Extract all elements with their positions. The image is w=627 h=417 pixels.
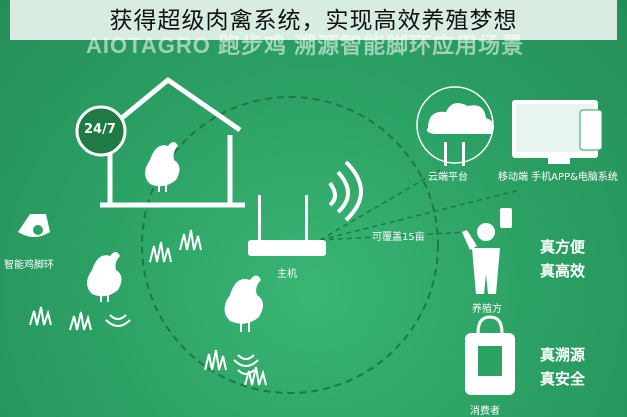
farmer-label: 养殖方 [472,304,502,315]
link-to-farmer [319,231,471,241]
signal-icon [105,314,259,375]
ankle-ring-icon [18,214,50,237]
coverage-circle [141,96,439,394]
caption-banner [10,0,617,40]
wifi-icon [328,160,363,222]
badge-label: 24/7 [84,122,116,137]
link-to-mobile [319,189,521,241]
ankle-ring-label: 智能鸡脚环 [4,260,54,271]
host-label: 主机 [277,269,297,280]
benefit-traceable: 真溯源 [540,346,586,364]
cloud-icon [416,86,494,166]
grass-icon [29,229,267,386]
chicken-icon [224,275,264,332]
cloud-label: 云端平台 [428,172,468,183]
benefit-efficient: 真高效 [540,262,586,280]
mobile-label: 移动端 手机APP&电脑系统 [498,172,618,183]
badge-24-7 [75,105,127,157]
phone-icon [579,109,603,151]
consumer-label: 消费者 [470,406,500,417]
router-icon [248,195,326,256]
farmer-icon [462,208,512,294]
benefit-convenient: 真方便 [540,238,586,256]
coverage-label: 可覆盖15亩 [372,232,425,243]
shopping-bag-icon [465,315,515,395]
chicken-icon [145,142,180,192]
caption: 获得超级肉禽系统，实现高效养殖梦想 [109,8,518,34]
chicken-icon [87,252,122,302]
benefit-safe: 真安全 [540,370,586,388]
